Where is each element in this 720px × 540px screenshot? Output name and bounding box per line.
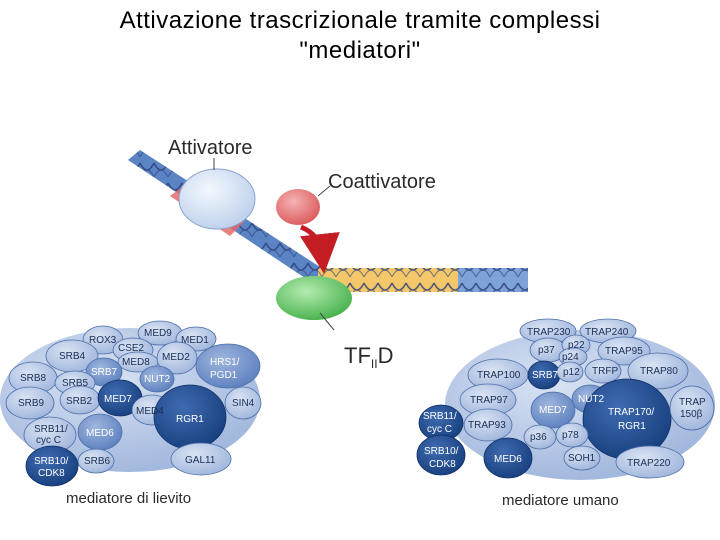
subunit-label: ROX3 <box>89 335 117 346</box>
subunit-label: MED6 <box>86 428 114 439</box>
subunit-label: p12 <box>563 367 580 378</box>
tfiid-pointer <box>319 312 335 331</box>
subunit-label: TRAP95 <box>605 346 643 357</box>
coactivator-label: Coattivatore <box>328 171 436 193</box>
subunit-label: RGR1 <box>176 414 204 425</box>
subunit-label: TRAP80 <box>640 366 678 377</box>
activator-label: Attivatore <box>168 137 252 159</box>
subunit-label: MED4 <box>136 406 164 417</box>
subunit-label: TRAP93 <box>468 420 506 431</box>
yeast-mediator <box>0 320 262 487</box>
yeast-subunit-labels: ROX3 MED9 MED1 SRB4 CSE2 MED8 MED2 HRS1/… <box>18 328 255 479</box>
subunit-label: 150β <box>680 409 703 420</box>
subunit-label: SRB11/ <box>423 411 457 422</box>
subunit-label: TRAP240 <box>585 327 629 338</box>
subunit-label: TRAP230 <box>527 327 571 338</box>
red-arrow <box>299 224 340 274</box>
title-line-2: "mediatori" <box>299 37 421 64</box>
subunit-label: TRAP170/ <box>608 407 654 418</box>
subunit-label: SRB6 <box>84 456 111 467</box>
subunit-label: cyc C <box>36 435 61 446</box>
tfiid-label: TFIID <box>344 343 393 371</box>
subunit-label: MED7 <box>539 405 567 416</box>
page-title: Attivazione trascrizionale tramite compl… <box>0 6 720 66</box>
subunit-label: HRS1/ <box>210 357 240 368</box>
subunit-label: SRB7 <box>532 370 559 381</box>
subunit-label: MED9 <box>144 328 172 339</box>
tfiid-shape <box>276 276 352 320</box>
subunit-label: SRB9 <box>18 398 45 409</box>
subunit-label: TRAP <box>679 397 706 408</box>
activator-shape <box>178 168 256 230</box>
title-line-1: Attivazione trascrizionale tramite compl… <box>119 7 601 34</box>
subunit-label: MED2 <box>162 352 190 363</box>
yeast-mediator-caption: mediatore di lievito <box>66 490 191 507</box>
subunit-label: SRB8 <box>20 373 47 384</box>
human-subunit-labels: TRAP230 TRAP240 p37 p22 p24 TRAP95 TRAP1… <box>423 327 706 470</box>
subunit-label: MED8 <box>122 357 150 368</box>
subunit-label: MED6 <box>494 454 522 465</box>
subunit-label: CDK8 <box>429 459 456 470</box>
subunit-label: TRFP <box>592 366 618 377</box>
subunit-label: SOH1 <box>568 453 596 464</box>
subunit-label: RGR1 <box>618 421 646 432</box>
subunit-label: SIN4 <box>232 398 255 409</box>
subunit-label: GAL11 <box>185 455 216 466</box>
subunit-label: SRB7 <box>91 367 118 378</box>
subunit-label: NUT2 <box>144 374 171 385</box>
subunit-label: SRB4 <box>59 351 86 362</box>
dna-horizontal <box>318 268 528 292</box>
subunit-label: SRB5 <box>62 378 89 389</box>
subunit-label: cyc C <box>427 424 452 435</box>
coactivator-shape <box>276 189 320 225</box>
subunit-label: SRB2 <box>66 396 93 407</box>
subunit-label: TRAP100 <box>477 370 521 381</box>
subunit-label: TRAP220 <box>627 458 671 469</box>
subunit-label: SRB10/ <box>34 456 69 467</box>
subunit-label: p22 <box>568 340 585 351</box>
coactivator-pointer <box>317 185 331 197</box>
subunit-label: PGD1 <box>210 370 238 381</box>
subunit-label: CSE2 <box>118 343 145 354</box>
subunit-label: p24 <box>562 352 579 363</box>
human-mediator <box>416 318 715 480</box>
human-mediator-caption: mediatore umano <box>502 492 619 509</box>
subunit-label: SRB10/ <box>424 446 459 457</box>
subunit-label: NUT2 <box>578 394 605 405</box>
subunit-label: CDK8 <box>38 468 65 479</box>
subunit-label: MED7 <box>104 394 132 405</box>
subunit-label: TRAP97 <box>470 395 508 406</box>
subunit-label: p37 <box>538 345 555 356</box>
subunit-label: p36 <box>530 432 547 443</box>
subunit-label: p78 <box>562 430 579 441</box>
subunit-label: MED1 <box>181 335 209 346</box>
subunit-label: SRB11/ <box>34 424 68 435</box>
